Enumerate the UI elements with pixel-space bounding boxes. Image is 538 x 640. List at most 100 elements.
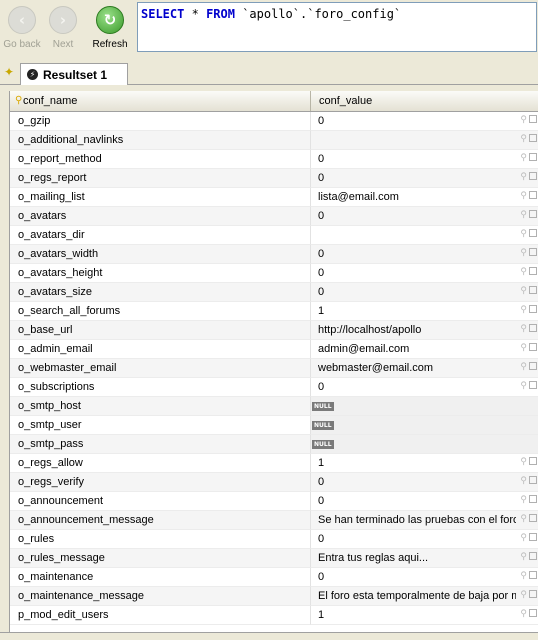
save-icon[interactable] (529, 552, 537, 560)
table-row[interactable]: o_additional_navlinks ⚲ (10, 131, 538, 150)
magnifier-icon[interactable]: ⚲ (520, 285, 527, 295)
conf-value-cell[interactable]: 1⚲ (311, 606, 538, 625)
tab-resultset-1[interactable]: ⚡ Resultset 1 (20, 63, 128, 85)
conf-value-cell[interactable]: admin@email.com⚲ (311, 340, 538, 359)
magnifier-icon[interactable]: ⚲ (520, 152, 527, 162)
conf-value-cell[interactable]: 0⚲ (311, 530, 538, 549)
conf-name-cell[interactable]: o_report_method (10, 150, 311, 169)
conf-name-cell[interactable]: o_avatars (10, 207, 311, 226)
conf-name-cell[interactable]: o_announcement (10, 492, 311, 511)
magnifier-icon[interactable]: ⚲ (520, 342, 527, 352)
conf-value-cell[interactable]: NULL (311, 416, 538, 435)
save-icon[interactable] (529, 457, 537, 465)
conf-value-cell[interactable]: 0⚲ (311, 207, 538, 226)
magnifier-icon[interactable]: ⚲ (520, 456, 527, 466)
conf-name-cell[interactable]: o_smtp_host (10, 397, 311, 416)
conf-value-cell[interactable]: 0⚲ (311, 568, 538, 587)
conf-value-cell[interactable]: El foro esta temporalmente de baja por m… (311, 587, 538, 606)
conf-name-cell[interactable]: o_rules (10, 530, 311, 549)
magnifier-icon[interactable]: ⚲ (520, 228, 527, 238)
conf-name-cell[interactable]: o_rules_message (10, 549, 311, 568)
conf-name-cell[interactable]: o_regs_verify (10, 473, 311, 492)
save-icon[interactable] (529, 324, 537, 332)
save-icon[interactable] (529, 229, 537, 237)
magnifier-icon[interactable]: ⚲ (520, 323, 527, 333)
save-icon[interactable] (529, 153, 537, 161)
save-icon[interactable] (529, 495, 537, 503)
magnifier-icon[interactable]: ⚲ (520, 532, 527, 542)
conf-name-cell[interactable]: o_search_all_forums (10, 302, 311, 321)
conf-value-cell[interactable]: 0⚲ (311, 245, 538, 264)
conf-value-cell[interactable]: 0⚲ (311, 473, 538, 492)
save-icon[interactable] (529, 571, 537, 579)
magnifier-icon[interactable]: ⚲ (520, 475, 527, 485)
conf-value-cell[interactable]: NULL (311, 435, 538, 454)
conf-name-cell[interactable]: o_webmaster_email (10, 359, 311, 378)
magnifier-icon[interactable]: ⚲ (520, 209, 527, 219)
save-icon[interactable] (529, 210, 537, 218)
save-icon[interactable] (529, 590, 537, 598)
refresh-button[interactable]: ↻ Refresh (88, 6, 132, 50)
conf-name-cell[interactable]: o_avatars_height (10, 264, 311, 283)
conf-name-cell[interactable]: o_announcement_message (10, 511, 311, 530)
conf-value-cell[interactable]: NULL (311, 397, 538, 416)
column-header-conf-name[interactable]: ⚲ conf_name (10, 91, 311, 111)
new-tab-icon[interactable]: ✦ (3, 65, 15, 79)
conf-value-cell[interactable]: 0⚲ (311, 112, 538, 131)
go-back-button[interactable]: ‹ Go back (0, 6, 44, 50)
magnifier-icon[interactable]: ⚲ (520, 361, 527, 371)
conf-value-cell[interactable]: http://localhost/apollo⚲ (311, 321, 538, 340)
magnifier-icon[interactable]: ⚲ (520, 114, 527, 124)
conf-name-cell[interactable]: o_additional_navlinks (10, 131, 311, 150)
save-icon[interactable] (529, 476, 537, 484)
conf-value-cell[interactable]: webmaster@email.com⚲ (311, 359, 538, 378)
conf-name-cell[interactable]: o_smtp_user (10, 416, 311, 435)
conf-value-cell[interactable]: 1⚲ (311, 302, 538, 321)
save-icon[interactable] (529, 115, 537, 123)
conf-name-cell[interactable]: o_gzip (10, 112, 311, 131)
magnifier-icon[interactable]: ⚲ (520, 608, 527, 618)
magnifier-icon[interactable]: ⚲ (520, 551, 527, 561)
save-icon[interactable] (529, 514, 537, 522)
conf-value-cell[interactable]: 0⚲ (311, 169, 538, 188)
conf-name-cell[interactable]: o_avatars_size (10, 283, 311, 302)
sql-query-editor[interactable]: SELECT * FROM `apollo`.`foro_config` (137, 2, 537, 52)
conf-name-cell[interactable]: o_maintenance (10, 568, 311, 587)
conf-name-cell[interactable]: o_avatars_dir (10, 226, 311, 245)
conf-name-cell[interactable]: o_regs_report (10, 169, 311, 188)
magnifier-icon[interactable]: ⚲ (520, 513, 527, 523)
conf-value-cell[interactable]: 0⚲ (311, 492, 538, 511)
save-icon[interactable] (529, 609, 537, 617)
save-icon[interactable] (529, 172, 537, 180)
save-icon[interactable] (529, 533, 537, 541)
magnifier-icon[interactable]: ⚲ (520, 570, 527, 580)
save-icon[interactable] (529, 191, 537, 199)
magnifier-icon[interactable]: ⚲ (520, 247, 527, 257)
conf-value-cell[interactable]: 0⚲ (311, 264, 538, 283)
conf-name-cell[interactable]: o_admin_email (10, 340, 311, 359)
magnifier-icon[interactable]: ⚲ (520, 133, 527, 143)
conf-name-cell[interactable]: o_avatars_width (10, 245, 311, 264)
conf-value-cell[interactable]: 0⚲ (311, 150, 538, 169)
magnifier-icon[interactable]: ⚲ (520, 171, 527, 181)
conf-name-cell[interactable]: o_smtp_pass (10, 435, 311, 454)
save-icon[interactable] (529, 286, 537, 294)
